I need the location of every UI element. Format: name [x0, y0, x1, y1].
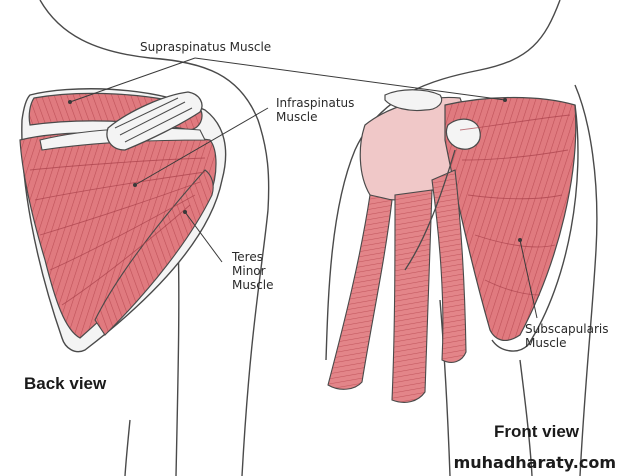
label-teres-minor-line-1: Teres [232, 250, 263, 264]
label-teres-minor-line-3: Muscle [232, 278, 274, 292]
fiber-strokes-front [459, 114, 571, 296]
leader-infraspinatus [134, 107, 269, 186]
label-infraspinatus-line-1: Infraspinatus [276, 96, 355, 110]
body-outline-front [325, 0, 598, 476]
watermark: muhadharaty.com [453, 453, 616, 472]
label-front-view: Front view [494, 422, 580, 441]
fiber-strokes-back [29, 157, 206, 306]
label-back-view: Back view [24, 374, 107, 393]
subscapularis-muscle-front [444, 96, 577, 342]
label-supraspinatus: Supraspinatus Muscle [140, 40, 272, 54]
leader-lines [69, 57, 538, 319]
acromion-front [384, 89, 443, 112]
leader-supraspinatus-front [194, 57, 506, 101]
arm-muscle-band-1 [327, 194, 393, 390]
scapula-edge-front [491, 104, 579, 352]
arm-muscle-band-3 [431, 169, 467, 363]
leader-subscapularis [519, 239, 538, 319]
label-infraspinatus: Infraspinatus Muscle [276, 96, 354, 124]
humeral-head-front [445, 118, 481, 150]
acromion-back [106, 91, 203, 151]
label-subscapularis-line-2: Muscle [525, 336, 567, 350]
label-teres-minor: Teres Minor Muscle [232, 250, 274, 292]
leader-supraspinatus-back [69, 57, 196, 103]
label-teres-minor-line-2: Minor [232, 264, 266, 278]
label-subscapularis: Subscapularis Muscle [525, 322, 608, 350]
tendon-lines-back [114, 97, 193, 143]
label-infraspinatus-line-2: Muscle [276, 110, 318, 124]
leader-arrowheads [68, 98, 522, 242]
leader-teres-minor [184, 211, 223, 263]
arm-muscle-band-2 [391, 189, 433, 403]
label-subscapularis-line-1: Subscapularis [525, 322, 609, 336]
biceps-tendon [404, 149, 456, 271]
